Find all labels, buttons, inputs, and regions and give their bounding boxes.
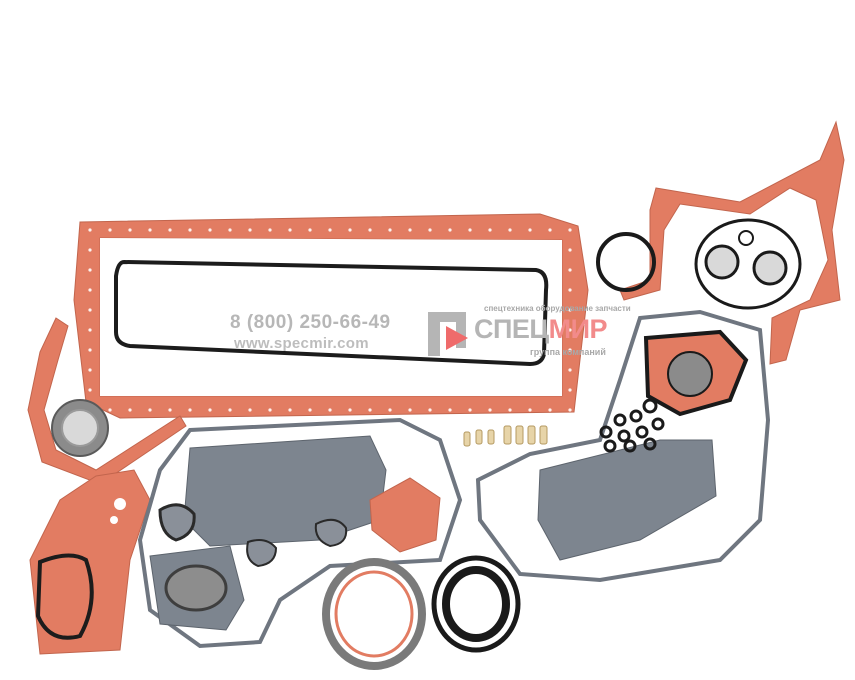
valve-cover-seal <box>114 259 549 367</box>
gray-oval-gasket <box>149 545 245 631</box>
watermark-brand: СПЕЦМИР <box>474 314 608 345</box>
round-seal-left <box>51 399 109 457</box>
front-crank-seal-group <box>694 218 802 310</box>
timing-cover-outline <box>475 309 771 583</box>
gear-cover-outline <box>137 417 463 649</box>
small-gasket-b <box>246 539 278 568</box>
lower-left-gasket <box>29 469 151 655</box>
watermark-website: www.specmir.com <box>234 335 369 352</box>
black-ring-seals <box>431 555 521 653</box>
small-gasket-a <box>158 503 196 542</box>
watermark-group: группа компаний <box>530 347 606 357</box>
brand-part-2: МИР <box>548 314 608 344</box>
timing-case-gasket <box>619 120 845 365</box>
gray-plate-gasket <box>183 435 387 547</box>
specmir-logo-icon <box>428 312 468 356</box>
orange-flange-gasket <box>369 477 441 553</box>
small-dowels <box>463 425 548 447</box>
watermark-tagline: спецтехника оборудование запчасти <box>484 304 631 313</box>
brand-part-1: СПЕЦ <box>474 314 549 344</box>
o-rings <box>599 398 665 453</box>
small-gasket-c <box>314 518 348 548</box>
rear-crank-seal <box>322 558 426 670</box>
orange-round-gasket <box>643 329 749 417</box>
right-plate-gasket <box>537 439 717 561</box>
left-curved-gasket <box>27 317 187 485</box>
black-o-ring-top <box>596 232 656 292</box>
watermark-phone: 8 (800) 250-66-49 <box>230 312 391 333</box>
